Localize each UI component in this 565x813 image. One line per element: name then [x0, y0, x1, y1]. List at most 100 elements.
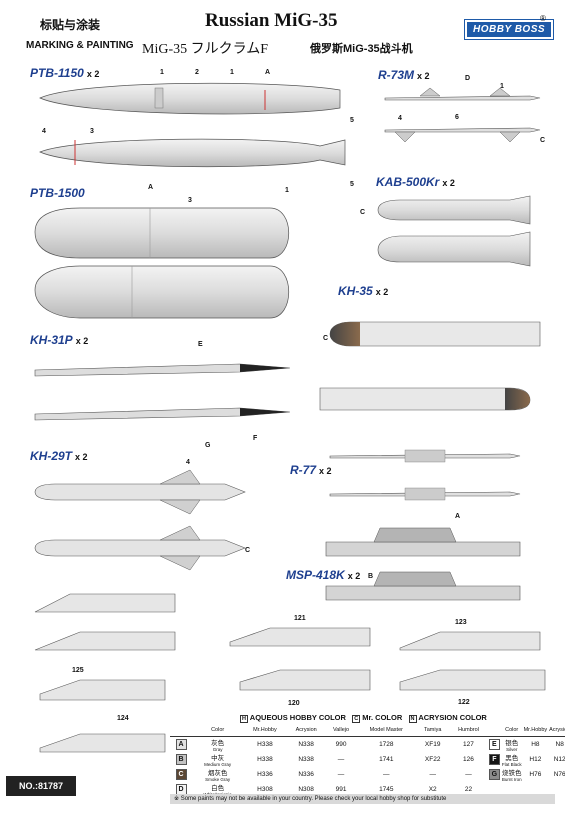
callout-4c: 4	[186, 459, 190, 466]
label-ptb1500: PTB-1500	[30, 186, 85, 200]
acrysion-code-A: N338	[298, 741, 314, 748]
callout-4: 4	[42, 128, 46, 135]
registered-mark: ®	[540, 14, 546, 23]
callout-2: 2	[195, 69, 199, 76]
product-number: NO.:81787	[6, 776, 76, 796]
callout-121: 121	[294, 615, 306, 622]
msp418k-pod-bottom	[325, 571, 521, 601]
callout-3b: 3	[188, 197, 192, 204]
swatch-C: C	[175, 769, 187, 780]
callout-120: 120	[288, 700, 300, 707]
hobby-code-A: H338	[257, 741, 273, 748]
callout-6: 6	[455, 114, 459, 121]
pylon-parts	[34, 593, 546, 753]
swatch-F: F	[488, 754, 500, 765]
ptb1500-tank-bottom	[34, 265, 289, 319]
r77-missile-top	[329, 449, 521, 463]
callout-124: 124	[117, 715, 129, 722]
callout-F: F	[253, 435, 258, 442]
swatch-E: E	[488, 739, 500, 750]
humbrol-code-A: 127	[463, 741, 474, 748]
vallejo-code-D: 991	[335, 786, 347, 793]
tamiya-code-C: —	[429, 771, 436, 778]
model-master-code-B: 1741	[379, 756, 394, 763]
humbrol-code-B: 126	[463, 756, 474, 763]
ptb1500-tank-top	[34, 207, 290, 259]
hobby-code-D: H308	[257, 786, 273, 793]
callout-D: D	[465, 75, 470, 82]
tamiya-code-A: XF19	[424, 741, 441, 748]
callout-E: E	[198, 341, 203, 348]
subtitle-cn: 俄罗斯MiG-35战斗机	[310, 43, 413, 55]
acrysion-code-D: N308	[298, 786, 314, 793]
callouts: 1 2 1 A 4 3 5 5 A 1 3 D 1 4 6 C C C E F …	[42, 69, 545, 722]
callout-125: 125	[72, 667, 84, 674]
acrysion-code-F: N12	[553, 756, 565, 763]
model-master-code-D: 1745	[379, 786, 394, 793]
vallejo-code-B: —	[337, 756, 345, 763]
callout-C2: C	[360, 209, 365, 216]
kh29t-missile-top	[34, 469, 246, 515]
footer-note: ※ Some paints may not be available in yo…	[170, 794, 555, 804]
acrysion-code-B: N338	[298, 756, 314, 763]
callout-C: C	[540, 137, 545, 144]
callout-1c: 1	[285, 187, 289, 194]
callout-A: A	[265, 69, 270, 76]
hobby-code-E: H8	[531, 741, 540, 748]
callout-B: B	[368, 573, 373, 580]
acrysion-code-E: N8	[555, 741, 564, 748]
hobby-code-B: H338	[257, 756, 273, 763]
model-master-code-A: 1728	[379, 741, 394, 748]
legend-mr: Mr. COLOR	[362, 713, 403, 722]
swatch-B: B	[175, 754, 187, 765]
hobby-code-F: H12	[529, 756, 542, 763]
callout-A2: A	[148, 184, 153, 191]
vallejo-code-C: —	[337, 771, 345, 778]
paint-legend: H AQUEOUS HOBBY COLOR C Mr. COLOR N ACRY…	[170, 712, 565, 797]
callout-3: 3	[90, 128, 94, 135]
kh31p-missile-bottom	[34, 407, 291, 421]
humbrol-code-D: 22	[464, 786, 473, 793]
msp418k-pod-top	[325, 527, 521, 557]
callout-123: 123	[455, 619, 467, 626]
humbrol-code-C: —	[465, 771, 472, 778]
kab500-bomb-top	[377, 195, 531, 225]
brand-logo: HOBBY BOSS	[463, 19, 555, 40]
subtitle-jp: MiG-35 フルクラムF	[142, 42, 268, 57]
kab500-bomb-bottom	[377, 231, 531, 267]
legend-acrysion: ACRYSION COLOR	[418, 713, 487, 722]
legend-hobby: AQUEOUS HOBBY COLOR	[249, 713, 346, 722]
main-title: Russian MiG-35	[205, 10, 338, 31]
callout-1b: 1	[230, 69, 234, 76]
hobby-code-G: H76	[529, 771, 542, 778]
tamiya-code-D: X2	[428, 786, 437, 793]
acrysion-code-C: N336	[298, 771, 314, 778]
callout-G: G	[205, 442, 211, 449]
legend-column-headers: Color Mr.Hobby Acrysion Vallejo Model Ma…	[170, 724, 565, 737]
tamiya-code-B: XF22	[424, 756, 441, 763]
callout-5: 5	[350, 117, 354, 124]
callout-5b: 5	[350, 181, 354, 188]
r77-missile-bottom	[329, 487, 521, 501]
kh31p-missile-top	[34, 363, 291, 377]
callout-C3: C	[323, 335, 328, 342]
kh35-missile-bottom	[319, 387, 531, 411]
hobby-code-C: H336	[257, 771, 273, 778]
callout-1: 1	[160, 69, 164, 76]
model-master-code-C: —	[383, 771, 390, 778]
